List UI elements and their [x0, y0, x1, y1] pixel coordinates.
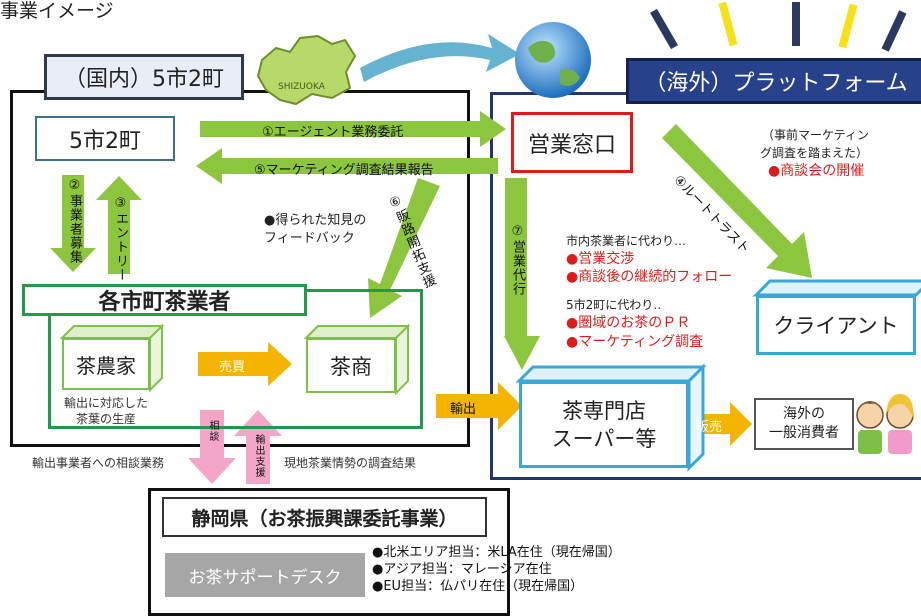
note-farmer-caption-2: 茶葉の生産: [76, 412, 137, 426]
overseas-label: （海外）プラットフォーム: [626, 58, 921, 104]
support-desk-item: ●北米エリア担当：米LA在住（現在帰国）: [372, 545, 621, 560]
node-sales-window: 営業窓口: [511, 112, 633, 173]
sunburst-icon: [650, 1, 907, 52]
arrow-sales-agency: [504, 178, 540, 370]
farmer-cube-side: [149, 323, 163, 393]
shizuoka-map-icon: [256, 34, 357, 106]
label-yushutsu-shien: 輸出支援: [253, 434, 264, 478]
globe-icon: [515, 22, 591, 98]
store-line-2: スーパー等: [551, 426, 657, 451]
arrow-recruit: [50, 175, 96, 272]
prefecture-title: 静岡県（お茶振興課委託事業）: [162, 497, 487, 537]
note-on-behalf-5city: 5市2町に代わり‥: [566, 298, 662, 312]
domestic-label: （国内）5市2町: [44, 54, 244, 100]
node-store: 茶専門店 スーパー等: [519, 381, 689, 468]
label-sales-agency: ⑦営業代行: [510, 224, 525, 296]
note-on-behalf-city: 市内茶業者に代わり…: [566, 234, 687, 248]
label-agent-contract: ①エージェント業務委託: [262, 125, 404, 140]
support-desk-item: ●EU担当：仏パリ在住（現在帰国）: [372, 579, 584, 594]
arrow-hanbai: [692, 402, 752, 446]
node-5city2town: 5市2町: [35, 116, 175, 161]
note-consultation: 輸出事業者への相談業務: [32, 456, 165, 470]
arrow-marketing-report: [196, 148, 498, 184]
note-regional-pr: ●圏域のお茶のＰＲ: [566, 315, 691, 331]
arrow-route-trust: [662, 124, 812, 278]
arrow-baibai: [198, 342, 292, 386]
note-marketing-research: ●マーケティング調査: [566, 334, 704, 350]
node-tea-merchant: 茶商: [306, 338, 396, 393]
consumer-line-1: 海外の: [783, 406, 825, 422]
node-tea-farmer: 茶農家: [62, 338, 150, 390]
consumers-icon: [856, 394, 914, 454]
arrow-channel-support: [368, 178, 440, 318]
client-cube-top: [752, 279, 921, 297]
label-marketing-report: ⑤マーケティング調査結果報告: [254, 163, 434, 178]
support-desk-button: お茶サポートデスク: [165, 553, 365, 597]
support-desk-list: ●北米エリア担当：米LA在住（現在帰国） ●アジア担当：マレーシア在住 ●EU担…: [372, 544, 621, 595]
merchant-cube-side: [395, 323, 409, 396]
node-consumer: 海外の 一般消費者: [754, 398, 854, 450]
consumer-line-2: 一般消費者: [769, 425, 839, 441]
map-to-globe-arrow: [360, 34, 520, 82]
arrow-agent-contract: [200, 111, 506, 147]
label-baibai: 売買: [219, 360, 246, 375]
node-client: クライアント: [756, 295, 916, 355]
label-entry: ③エントリー: [113, 196, 128, 282]
note-local-survey: 現地茶業情勢の調査結果: [284, 456, 417, 470]
note-feedback: ●得られた知見の フィードバック: [264, 213, 367, 246]
label-soudan: 相談: [207, 420, 218, 442]
store-cube-top: [515, 365, 707, 383]
note-pre-marketing-1: （事前マーケティン: [762, 128, 870, 142]
arrow-entry: [96, 176, 142, 274]
label-yushutsu: 輸出: [450, 402, 477, 417]
support-desk-item: ●アジア担当：マレーシア在住: [372, 562, 552, 577]
note-pre-marketing-2: グ調査を踏まえた）: [760, 146, 869, 160]
node-tea-businesses: 各市町茶業者: [22, 284, 307, 316]
note-followup: ●商談後の継続的フォロー: [566, 269, 733, 285]
label-recruit: ②事業者募集: [67, 178, 82, 264]
map-label: SHIZUOKA: [278, 82, 325, 92]
note-farmer-caption-1: 輸出に対応した: [64, 396, 149, 410]
store-line-1: 茶専門店: [561, 398, 646, 423]
label-hanbai: 販売: [696, 420, 723, 435]
page-title: 事業イメージ: [0, 0, 114, 22]
note-business-meeting: ●商談会の開催: [768, 163, 865, 179]
arrow-yushutsu: [436, 382, 522, 430]
note-sales-negotiation: ●営業交渉: [566, 251, 635, 267]
store-cube-side: [687, 363, 705, 472]
